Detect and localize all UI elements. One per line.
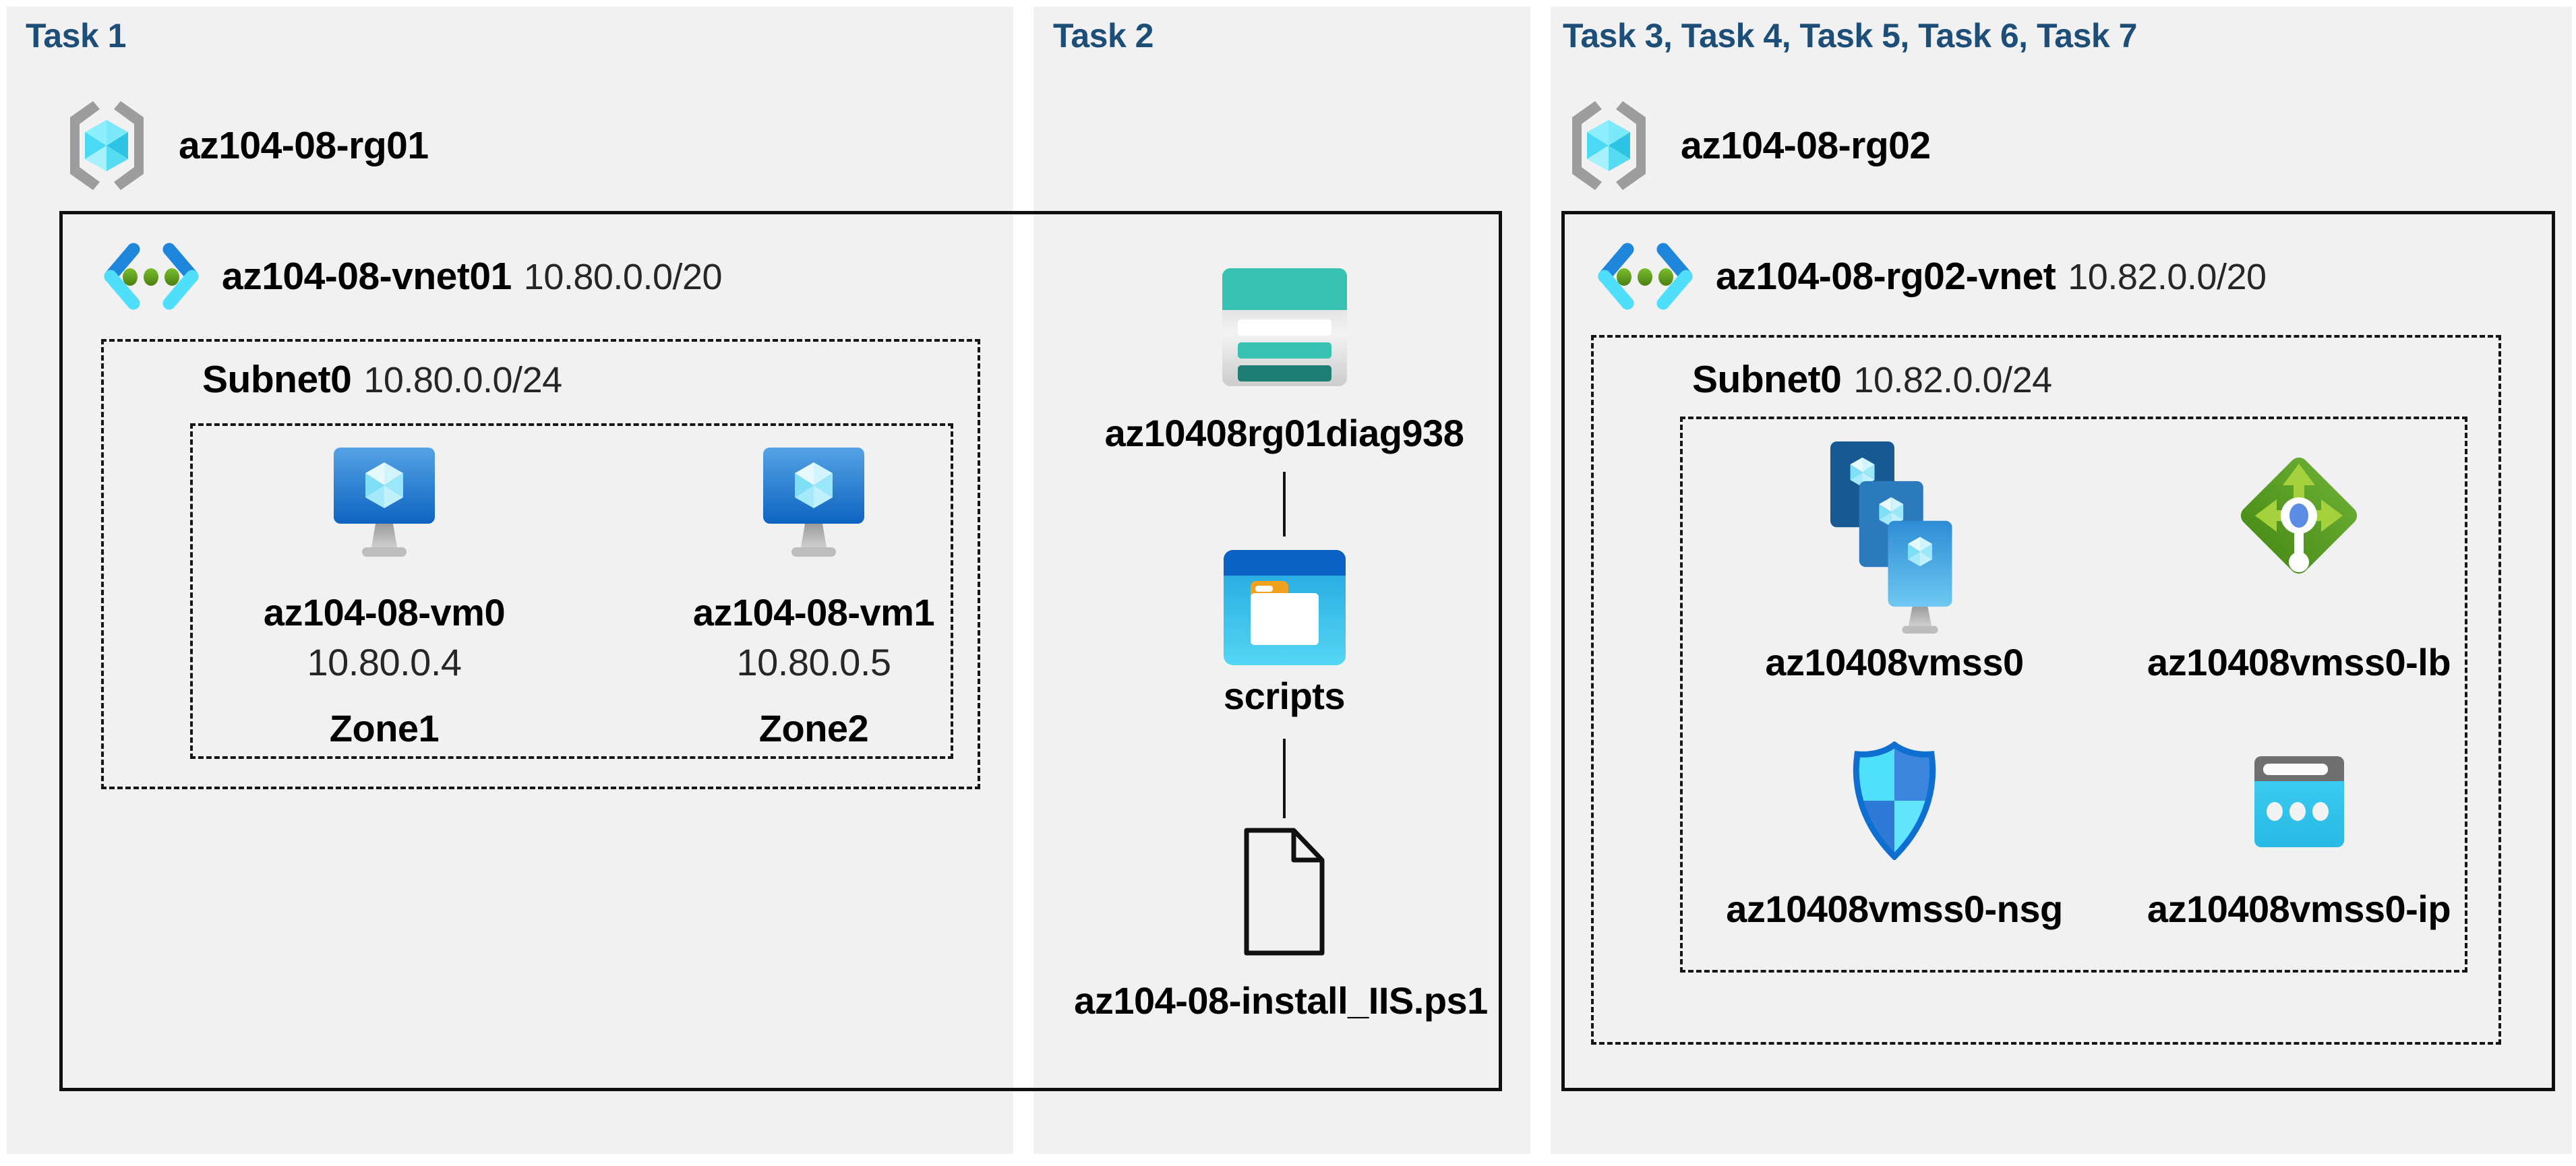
connector-scripts-file [1283,739,1286,818]
subnet0-box-vnet01 [101,339,980,789]
subnet0-name: Subnet0 [202,358,352,401]
subnet0-name: Subnet0 [1692,358,1842,401]
vm0-ip: 10.80.0.4 [307,641,462,683]
vnet01-cidr: 10.80.0.0/20 [523,257,723,297]
vnet01-row: az104-08-vnet01 10.80.0.0/20 [102,240,723,313]
rg01-name: az104-08-rg01 [179,124,429,167]
install-iis-file-name: az104-08-install_IIS.ps1 [1074,979,1488,1022]
nsg-name: az10408vmss0-nsg [1726,888,2063,930]
subnet0-cidr: 10.82.0.0/24 [1853,360,2052,400]
vnet01-name: az104-08-vnet01 [222,255,512,298]
vnet02-cidr: 10.82.0.0/20 [2068,257,2267,297]
subnet0-box-vnet02 [1591,335,2501,1045]
zone-box-vnet01 [190,423,953,759]
subnet0-label-vnet01: Subnet0 10.80.0.0/24 [202,357,562,402]
subnet0-cidr: 10.80.0.0/24 [363,360,562,400]
task1-header: Task 1 [26,17,126,55]
panel-task3 [1551,7,2572,1154]
virtual-machine-icon [334,448,435,559]
public-ip-name: az10408vmss0-ip [2147,888,2451,930]
vmss-name: az10408vmss0 [1765,641,2024,683]
scripts-folder-name: scripts [1223,675,1346,717]
vnet02-name: az104-08-rg02-vnet [1716,255,2056,298]
vm1-name: az104-08-vm1 [692,591,935,634]
rg02-name: az104-08-rg02 [1681,124,1931,167]
public-ip-icon [2254,756,2344,847]
virtual-network-icon [1596,241,1694,311]
resource-group-icon [1563,98,1655,193]
vm-scale-set-icon [1830,441,1958,634]
load-balancer-name: az10408vmss0-lb [2147,641,2451,683]
vm0-zone: Zone1 [329,707,440,749]
vm0-name: az104-08-vm0 [263,591,506,634]
panel-task1 [7,7,1013,1154]
vnet02-row: az104-08-rg02-vnet 10.82.0.0/20 [1596,240,2267,313]
vmss-resources-box [1680,417,2467,973]
resource-group-rg01: az104-08-rg01 [61,98,429,193]
subnet0-label-vnet02: Subnet0 10.82.0.0/24 [1692,357,2052,402]
load-balancer-icon [2238,443,2360,588]
virtual-network-icon [102,241,200,311]
vm1-ip: 10.80.0.5 [736,641,891,683]
connector-storage-scripts [1283,472,1286,536]
nsg-icon [1849,741,1940,860]
task2-header: Task 2 [1053,17,1154,55]
storage-account-name: az10408rg01diag938 [1104,412,1464,454]
resource-group-icon [61,98,153,193]
virtual-machine-icon [763,448,864,559]
vm1-zone: Zone2 [758,707,869,749]
storage-account-icon [1222,268,1347,386]
rg01-boundary-box [59,211,1502,1091]
rg02-boundary-box [1561,211,2555,1091]
task3-header: Task 3, Task 4, Task 5, Task 6, Task 7 [1563,17,2137,55]
file-icon [1242,826,1326,957]
resource-group-rg02: az104-08-rg02 [1563,98,1931,193]
folder-icon [1224,550,1346,665]
